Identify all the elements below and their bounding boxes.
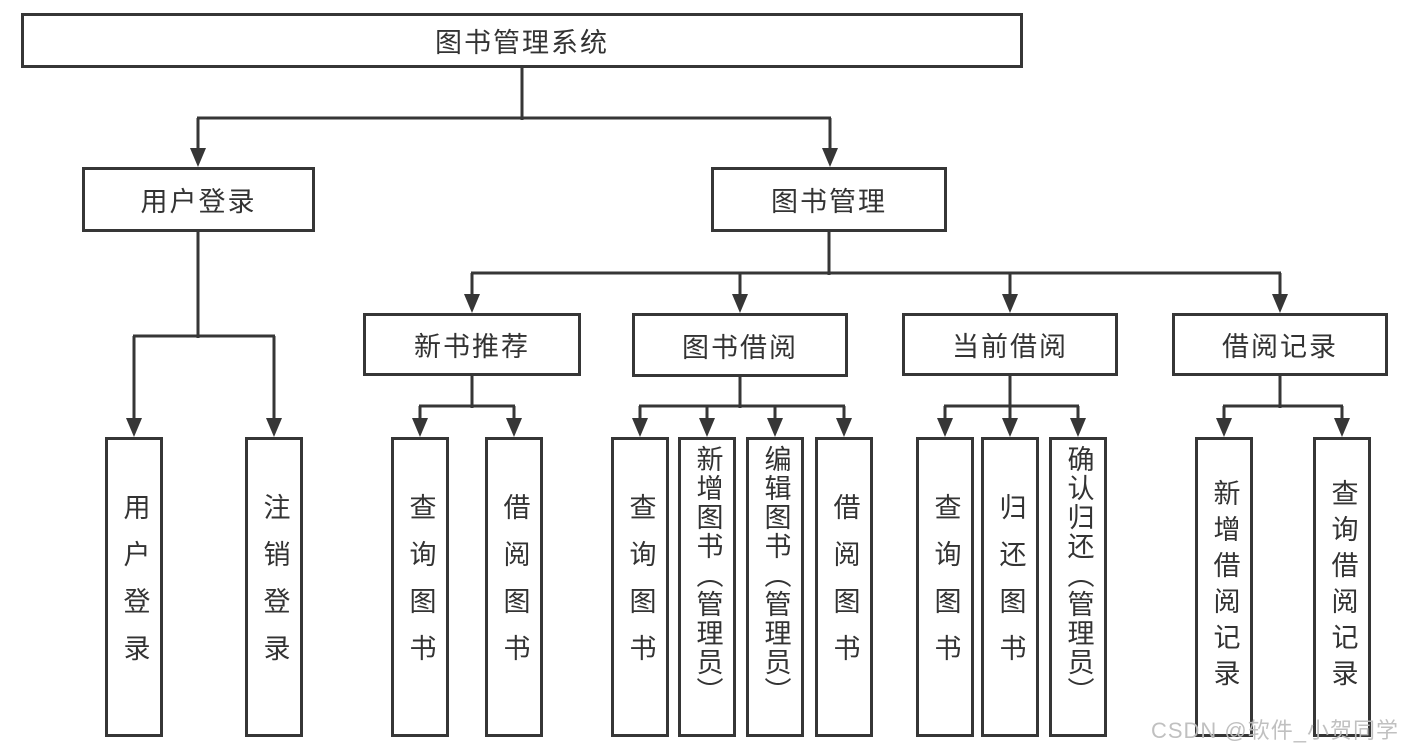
leaf-logout: 注销登录 bbox=[245, 437, 303, 737]
leaf-add-borrow-record: 新增借阅记录 bbox=[1195, 437, 1253, 737]
leaf-edit-book-admin-label: 编辑图书（管理员） bbox=[760, 445, 791, 706]
leaf-add-book-admin: 新增图书（管理员） bbox=[678, 437, 736, 737]
leaf-query-books-recommend: 查询图书 bbox=[391, 437, 449, 737]
leaf-add-borrow-record-label: 新增借阅记录 bbox=[1209, 479, 1240, 695]
leaf-query-books-recommend-label: 查询图书 bbox=[405, 493, 436, 681]
node-user-login: 用户登录 bbox=[82, 167, 315, 232]
arrowheads bbox=[126, 148, 1350, 437]
node-root-system: 图书管理系统 bbox=[21, 13, 1023, 68]
leaf-confirm-return-admin: 确认归还（管理员） bbox=[1049, 437, 1107, 737]
leaf-query-books-current-label: 查询图书 bbox=[930, 493, 961, 681]
leaf-borrow-books-label: 借阅图书 bbox=[829, 493, 860, 681]
watermark: CSDN @软件_小贺同学 bbox=[1150, 718, 1399, 743]
leaf-logout-label: 注销登录 bbox=[259, 493, 290, 681]
node-book-borrowing: 图书借阅 bbox=[632, 313, 848, 377]
leaf-query-books-borrowing: 查询图书 bbox=[611, 437, 669, 737]
leaf-query-borrow-record-label: 查询借阅记录 bbox=[1327, 479, 1358, 695]
leaf-borrow-books: 借阅图书 bbox=[815, 437, 873, 737]
leaf-confirm-return-admin-label: 确认归还（管理员） bbox=[1063, 445, 1094, 706]
node-book-management: 图书管理 bbox=[711, 167, 947, 232]
node-new-book-recommend: 新书推荐 bbox=[363, 313, 581, 376]
leaf-query-books-current: 查询图书 bbox=[916, 437, 974, 737]
leaf-borrow-books-recommend-label: 借阅图书 bbox=[499, 493, 530, 681]
leaf-user-login: 用户登录 bbox=[105, 437, 163, 737]
leaf-user-login-label: 用户登录 bbox=[119, 493, 150, 681]
node-borrowing-records: 借阅记录 bbox=[1172, 313, 1388, 376]
leaf-query-books-borrowing-label: 查询图书 bbox=[625, 493, 656, 681]
leaf-return-book: 归还图书 bbox=[981, 437, 1039, 737]
leaf-add-book-admin-label: 新增图书（管理员） bbox=[692, 445, 723, 706]
node-current-borrowing: 当前借阅 bbox=[902, 313, 1118, 376]
leaf-query-borrow-record: 查询借阅记录 bbox=[1313, 437, 1371, 737]
leaf-borrow-books-recommend: 借阅图书 bbox=[485, 437, 543, 737]
leaf-edit-book-admin: 编辑图书（管理员） bbox=[746, 437, 804, 737]
leaf-return-book-label: 归还图书 bbox=[995, 493, 1026, 681]
